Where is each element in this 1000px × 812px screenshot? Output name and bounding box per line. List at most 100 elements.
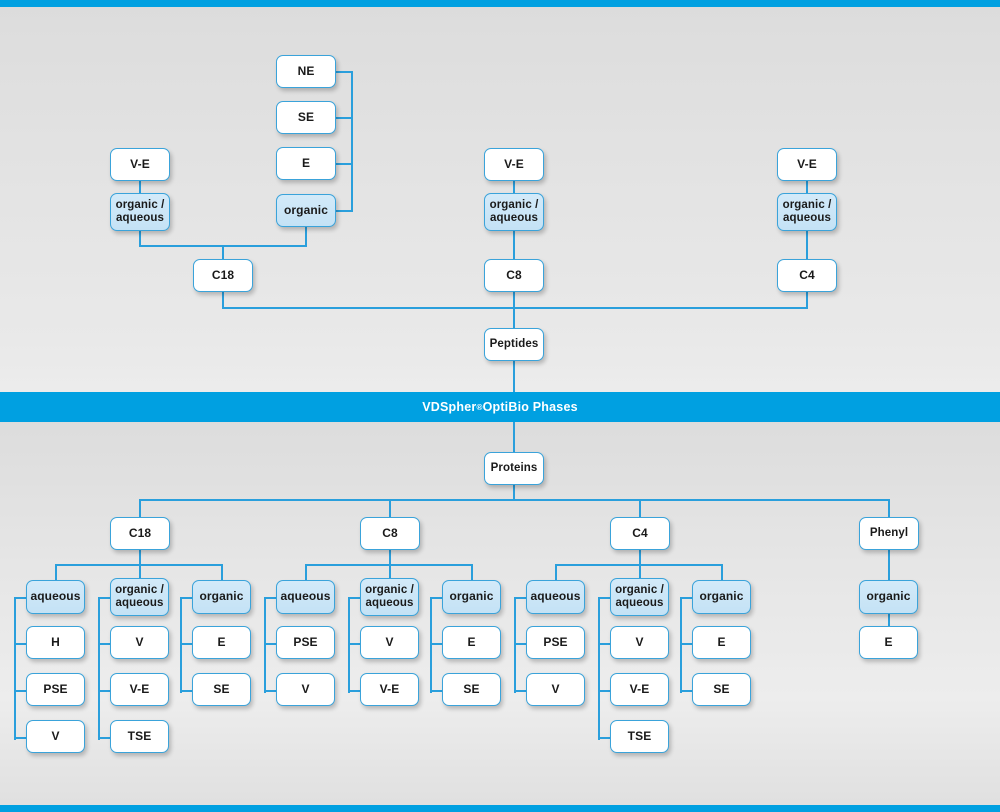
connector-v-c4-aq-bus <box>514 597 516 693</box>
connector-h-c8-aq-1 <box>264 643 278 645</box>
node-c4-oa-item[interactable]: TSE <box>610 720 669 753</box>
node-c4-organic[interactable]: organic <box>692 580 751 614</box>
node-phenyl-or-item[interactable]: E <box>859 626 918 659</box>
connector-h-c18-oa-3 <box>98 737 112 739</box>
node-c18-organic-aqueous[interactable]: organic / aqueous <box>110 578 169 616</box>
connector-h-c4-or-2 <box>680 690 694 692</box>
node-ne[interactable]: NE <box>276 55 336 88</box>
node-c18-aq-item[interactable]: H <box>26 626 85 659</box>
connector-h-c18-or-2 <box>180 690 194 692</box>
node-c18-or-item[interactable]: SE <box>192 673 251 706</box>
node-c4-organic-aqueous[interactable]: organic / aqueous <box>610 578 669 616</box>
node-c4-peptides[interactable]: C4 <box>777 259 837 292</box>
node-c8-organic[interactable]: organic <box>442 580 501 614</box>
node-c8-or-item[interactable]: SE <box>442 673 501 706</box>
node-c8-aq-item[interactable]: PSE <box>276 626 335 659</box>
node-c4-oa-item[interactable]: V <box>610 626 669 659</box>
node-c18-organic[interactable]: organic <box>192 580 251 614</box>
connector-h-ne <box>336 71 353 73</box>
connector-v-c18-group-stem <box>139 550 141 565</box>
connector-v-c4-oa-bus <box>598 597 600 740</box>
connector-h-c4-oa-1 <box>598 643 612 645</box>
node-c18-oa-item[interactable]: V-E <box>110 673 169 706</box>
node-c18-oa-item[interactable]: V <box>110 626 169 659</box>
node-c18-aq-item[interactable]: V <box>26 720 85 753</box>
node-label-line2: aqueous <box>365 597 414 609</box>
registered-mark-icon: ® <box>476 402 483 412</box>
node-organic-c18[interactable]: organic <box>276 194 336 227</box>
connector-v-ve-oa-left <box>139 181 141 193</box>
connector-h-c8-oa-1 <box>348 643 362 645</box>
node-c18-proteins[interactable]: C18 <box>110 517 170 550</box>
node-ve-c18[interactable]: V-E <box>110 148 170 181</box>
node-label-line2: aqueous <box>615 597 664 609</box>
connector-h-c8-oa-2 <box>348 690 362 692</box>
node-c8-oa-item[interactable]: V <box>360 626 419 659</box>
node-c4-or-item[interactable]: SE <box>692 673 751 706</box>
connector-h-c8-aq-2 <box>264 690 278 692</box>
node-c4-aq-item[interactable]: PSE <box>526 626 585 659</box>
connector-h-c4-oa-3 <box>598 737 612 739</box>
node-ve-c4[interactable]: V-E <box>777 148 837 181</box>
connector-v-c18-stem <box>222 245 224 260</box>
node-peptides[interactable]: Peptides <box>484 328 544 361</box>
connector-v-phenyl-organic-to-e <box>888 614 890 626</box>
node-c18-aqueous[interactable]: aqueous <box>26 580 85 614</box>
connector-h-peptides-bus <box>222 307 808 309</box>
connector-v-oa-right-down <box>806 231 808 259</box>
node-label-line1: organic / <box>115 584 164 597</box>
connector-h-c8-or-2 <box>430 690 444 692</box>
node-organic-aqueous-c18[interactable]: organic / aqueous <box>110 193 170 231</box>
connector-v-c4-organic <box>721 564 723 581</box>
bottom-accent-bar <box>0 805 1000 812</box>
node-phenyl-proteins[interactable]: Phenyl <box>859 517 919 550</box>
node-label-line2: aqueous <box>116 212 164 224</box>
connector-v-oa-mid-down <box>513 231 515 259</box>
node-phenyl-organic[interactable]: organic <box>859 580 918 614</box>
connector-v-c8-group-stem <box>389 550 391 565</box>
node-proteins[interactable]: Proteins <box>484 452 544 485</box>
node-c8-or-item[interactable]: E <box>442 626 501 659</box>
node-label-line1: organic / <box>782 199 832 212</box>
node-c4-proteins[interactable]: C4 <box>610 517 670 550</box>
node-c18-peptides[interactable]: C18 <box>193 259 253 292</box>
connector-v-c8-oa <box>389 564 391 581</box>
node-c18-oa-item[interactable]: TSE <box>110 720 169 753</box>
node-c8-aqueous[interactable]: aqueous <box>276 580 335 614</box>
node-se[interactable]: SE <box>276 101 336 134</box>
connector-h-c4-oa-head <box>598 597 612 599</box>
connector-h-c4-aq-2 <box>514 690 528 692</box>
node-c8-organic-aqueous[interactable]: organic / aqueous <box>360 578 419 616</box>
node-c8-peptides[interactable]: C8 <box>484 259 544 292</box>
node-c8-proteins[interactable]: C8 <box>360 517 420 550</box>
node-e[interactable]: E <box>276 147 336 180</box>
connector-v-c4-or-bus <box>680 597 682 693</box>
node-c18-or-item[interactable]: E <box>192 626 251 659</box>
connector-v-c8-organic <box>471 564 473 581</box>
connector-h-c4-group-bus <box>555 564 722 566</box>
connector-v-c8-aq-bus <box>264 597 266 693</box>
connector-h-c18-group-bus <box>55 564 222 566</box>
connector-v-c8-to-bus <box>513 292 515 308</box>
connector-h-c8-aq-head <box>264 597 278 599</box>
node-organic-aqueous-c4[interactable]: organic / aqueous <box>777 193 837 231</box>
connector-h-c18-aq-1 <box>14 643 28 645</box>
node-c8-oa-item[interactable]: V-E <box>360 673 419 706</box>
connector-h-c18-aq-2 <box>14 690 28 692</box>
node-c4-aqueous[interactable]: aqueous <box>526 580 585 614</box>
node-c8-aq-item[interactable]: V <box>276 673 335 706</box>
node-organic-aqueous-c8[interactable]: organic / aqueous <box>484 193 544 231</box>
connector-h-c8-oa-head <box>348 597 362 599</box>
node-c4-oa-item[interactable]: V-E <box>610 673 669 706</box>
connector-h-c18-oa-head <box>98 597 112 599</box>
node-ve-c8[interactable]: V-E <box>484 148 544 181</box>
node-c18-aq-item[interactable]: PSE <box>26 673 85 706</box>
connector-h-c18-aq-head <box>14 597 28 599</box>
connector-h-c8-or-1 <box>430 643 444 645</box>
connector-v-c18-organic <box>221 564 223 581</box>
node-c4-or-item[interactable]: E <box>692 626 751 659</box>
connector-v-proteins-to-phenyl <box>888 499 890 518</box>
node-c4-aq-item[interactable]: V <box>526 673 585 706</box>
connector-v-c4-aqueous <box>555 564 557 581</box>
